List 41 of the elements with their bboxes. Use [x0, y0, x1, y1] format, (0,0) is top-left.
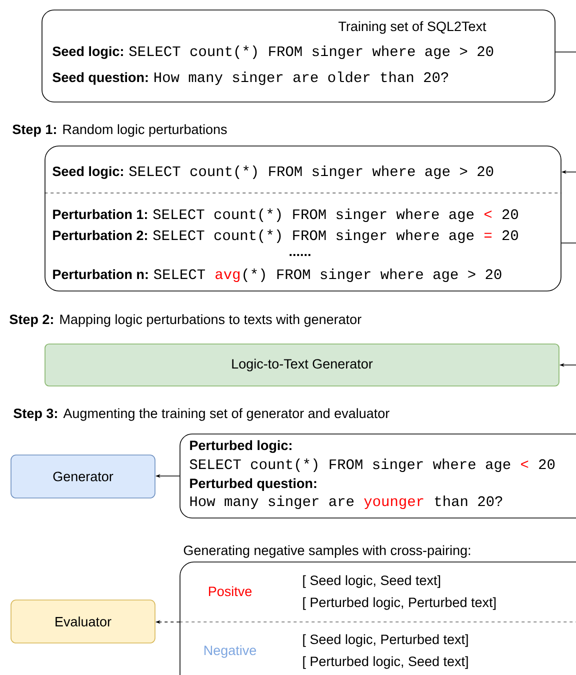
highlighted-operator: <: [521, 460, 528, 468]
highlighted-operator: =: [484, 232, 492, 238]
process-box: Generator: [10, 454, 156, 498]
sample-pair: [ Perturbed logic, Perturbed text]: [303, 597, 496, 610]
highlighted-word: younger: [364, 498, 424, 510]
step-label: Step 3: Augmenting the training set of generator and evaluator: [14, 408, 390, 421]
category-label: Positve: [208, 586, 252, 596]
sample-pair: [ Seed logic, Perturbed text]: [303, 634, 468, 647]
ellipsis: ......: [290, 254, 310, 256]
field-label: Perturbed logic:: [190, 440, 292, 453]
category-label: Negative: [204, 645, 256, 658]
sql-query: (*) FROM singer where age > 20: [244, 268, 502, 282]
sql-query: SELECT count(*) FROM singer where age: [153, 208, 474, 222]
sql-query: SELECT count(*) FROM singer where age: [190, 458, 510, 472]
field-label: Seed logic:: [52, 166, 123, 179]
step-label: Step 2: Mapping logic perturbations to texts with generator: [10, 314, 362, 327]
process-box: Evaluator: [10, 600, 156, 644]
sql-query: SELECT count(*) FROM singer where age > 20: [129, 46, 494, 60]
sql-query: SELECT count(*) FROM singer where age > 20: [129, 166, 494, 180]
question-text: than 20?: [435, 496, 502, 506]
heading: Training set of SQL2Text: [338, 21, 486, 34]
sql-query: SELECT: [154, 269, 205, 280]
highlighted-function: avg: [216, 271, 240, 282]
field-label: Seed logic:: [52, 46, 123, 59]
sql-query: 20: [502, 209, 518, 220]
sql-query: 20: [539, 459, 555, 470]
sql-query: 20: [502, 230, 518, 240]
field-label: Perturbation 2:: [53, 230, 147, 240]
highlighted-operator: <: [484, 210, 492, 218]
sample-pair: [ Seed logic, Seed text]: [303, 575, 440, 588]
sql-query: SELECT count(*) FROM singer where age: [153, 230, 474, 244]
field-label: Perturbation n:: [53, 269, 148, 280]
process-box: Logic-to-Text Generator: [44, 344, 560, 386]
question-text: How many singer are older than 20?: [154, 72, 448, 86]
field-label: Perturbation 1:: [53, 209, 147, 220]
sample-pair: [ Perturbed logic, Seed text]: [303, 656, 468, 669]
heading: Generating negative samples with cross-pairing:: [184, 545, 470, 558]
field-label: Perturbed question:: [190, 478, 316, 491]
field-label: Seed question:: [52, 72, 148, 85]
step-label: Step 1: Random logic perturbations: [12, 124, 227, 137]
question-text: How many singer are: [190, 496, 354, 510]
